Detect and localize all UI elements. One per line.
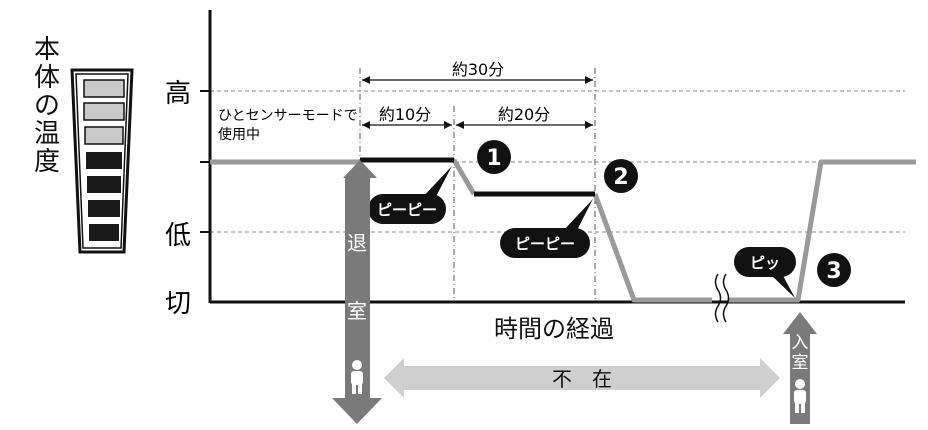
mode-note-line2: 使用中 — [218, 126, 260, 143]
leave-label-1: 退 — [347, 231, 367, 255]
time-markers — [359, 68, 596, 300]
beep3-label: ピッ — [750, 254, 780, 272]
enter-room-arrow: 入 室 — [783, 312, 817, 424]
speech-bubble-beep3: ピッ — [734, 247, 796, 298]
duration-total-label: 約30分 — [452, 60, 504, 79]
step-marker-2-label: 2 — [613, 165, 628, 190]
step-marker-3: 3 — [817, 253, 851, 287]
duration-second-label: 約20分 — [498, 105, 550, 124]
side-label-char: 本 — [34, 35, 60, 65]
duration-bracket-first — [362, 121, 452, 129]
enter-label-1: 入 — [792, 333, 809, 353]
step-marker-1-label: 1 — [486, 146, 501, 171]
enter-label-2: 室 — [792, 353, 809, 373]
level-low-label: 低 — [165, 221, 191, 251]
step-marker-1: 1 — [477, 140, 511, 174]
person-icon — [351, 360, 363, 394]
duration-bracket-total — [362, 76, 593, 84]
x-axis-label: 時間の経過 — [494, 315, 614, 343]
beep2-label: ピーピー — [515, 235, 575, 253]
absent-arrow: 不 在 — [384, 358, 780, 398]
step-marker-3-label: 3 — [826, 259, 841, 284]
temperature-line-off — [592, 193, 712, 303]
level-off-label: 切 — [165, 289, 191, 319]
leave-room-arrow: 退 室 — [332, 160, 382, 424]
leave-label-2: 室 — [347, 299, 367, 323]
speech-bubble-beep1: ピーピー — [368, 166, 452, 224]
speech-bubble-beep2: ピーピー — [500, 199, 593, 258]
side-label-char: 温 — [34, 119, 60, 149]
person-icon — [794, 379, 806, 413]
side-label-char: 体 — [34, 63, 60, 93]
temperature-line-off2 — [728, 159, 916, 303]
temperature-line-drop1 — [451, 158, 477, 196]
beep1-label: ピーピー — [377, 201, 437, 219]
side-label: 本 体 の 温 度 — [34, 35, 60, 177]
step-marker-2: 2 — [604, 159, 638, 193]
absent-label: 不 在 — [552, 367, 612, 391]
break-mark-icon — [714, 273, 730, 323]
mode-note-line1: ひとセンサーモードで — [218, 108, 358, 124]
speech-bubble-icon — [562, 199, 593, 236]
side-label-char: 度 — [34, 147, 60, 177]
thermometer-bar-icon — [70, 68, 134, 254]
duration-first-label: 約10分 — [379, 105, 431, 124]
side-label-char: の — [34, 91, 60, 121]
duration-bracket-second — [456, 121, 593, 129]
level-high-label: 高 — [165, 79, 191, 109]
